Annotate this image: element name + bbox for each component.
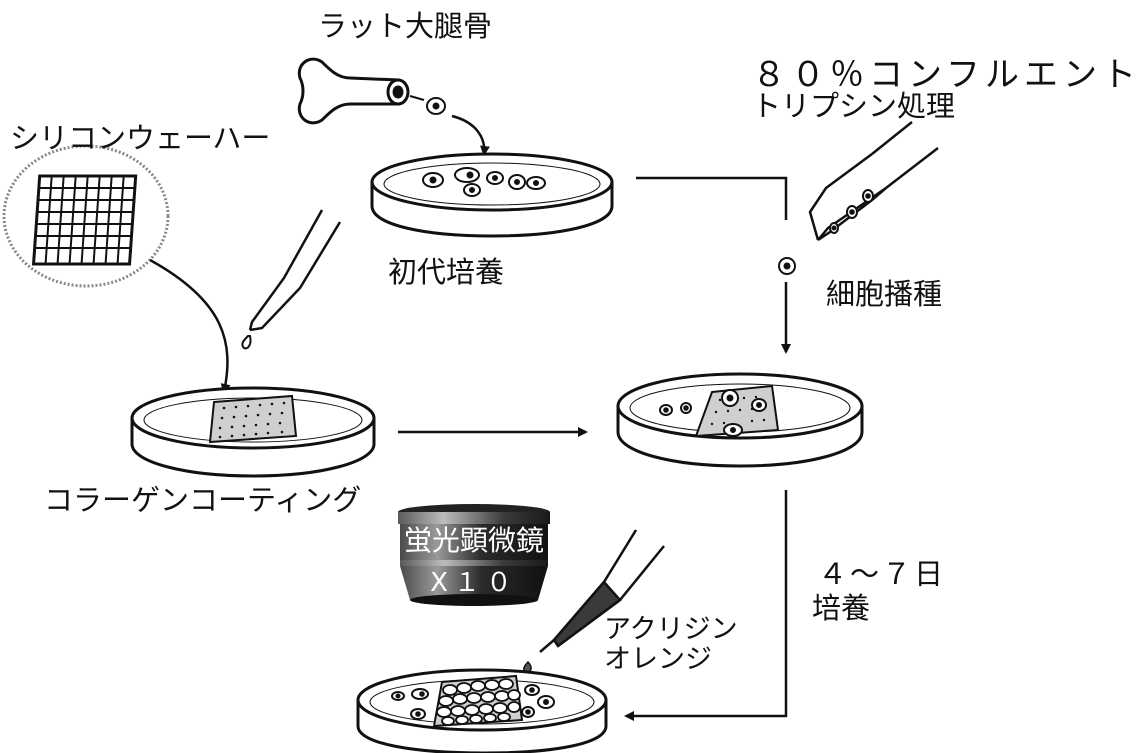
label-culture-days: ４～７日 <box>818 557 947 591</box>
silicon-wafer-closeup <box>2 144 170 288</box>
label-trypsin: トリプシン処理 <box>752 89 956 123</box>
seeding-cell <box>778 257 796 275</box>
label-acridine: アクリジン <box>604 614 738 645</box>
seeded-dish-cells <box>659 389 767 437</box>
label-collagen-coating: コラーゲンコーティング <box>44 483 362 517</box>
pipette-acridine-orange <box>523 529 665 674</box>
diagram-artwork <box>2 57 939 753</box>
connector-dish-to-trypsin <box>636 176 788 220</box>
arrow-bone-to-dish <box>451 114 490 156</box>
label-silicon-wafer: シリコンウェーハー <box>10 121 271 155</box>
label-cell-seeding: 細胞播種 <box>826 277 943 311</box>
pipette-trypsin-cells <box>829 189 874 234</box>
label-rat-femur: ラット大腿骨 <box>318 9 493 43</box>
label-orange: オレンジ <box>604 644 712 675</box>
rat-femur-bone <box>297 57 410 125</box>
label-primary-culture: 初代培養 <box>388 255 505 289</box>
culture-procedure-diagram: ラット大腿骨 ８０％コンフルエント トリプシン処理 シリコンウェーハー 初代培養… <box>2 9 1136 753</box>
primary-culture-cells <box>422 167 546 197</box>
microscope-objective-lens <box>398 504 550 606</box>
released-cell <box>426 97 446 115</box>
arrow-wafer-to-dish <box>149 258 231 394</box>
stained-dish-cell-cluster <box>436 678 521 726</box>
label-confluent: ８０％コンフルエント <box>752 55 1141 95</box>
microscope-name: 蛍光顕微鏡 <box>403 524 544 557</box>
stained-dish-outer-cells <box>391 684 555 720</box>
primary-culture-dish <box>370 152 614 238</box>
collagen-dish-wafer <box>208 394 298 444</box>
microscope-magnification: X１０ <box>430 568 518 598</box>
label-culture: 培養 <box>812 591 871 625</box>
pipette-collagen <box>241 209 342 350</box>
bone-to-cell-dash <box>409 95 425 101</box>
arrow-seeded-to-final <box>624 490 788 721</box>
pipette-trypsin <box>808 121 939 242</box>
